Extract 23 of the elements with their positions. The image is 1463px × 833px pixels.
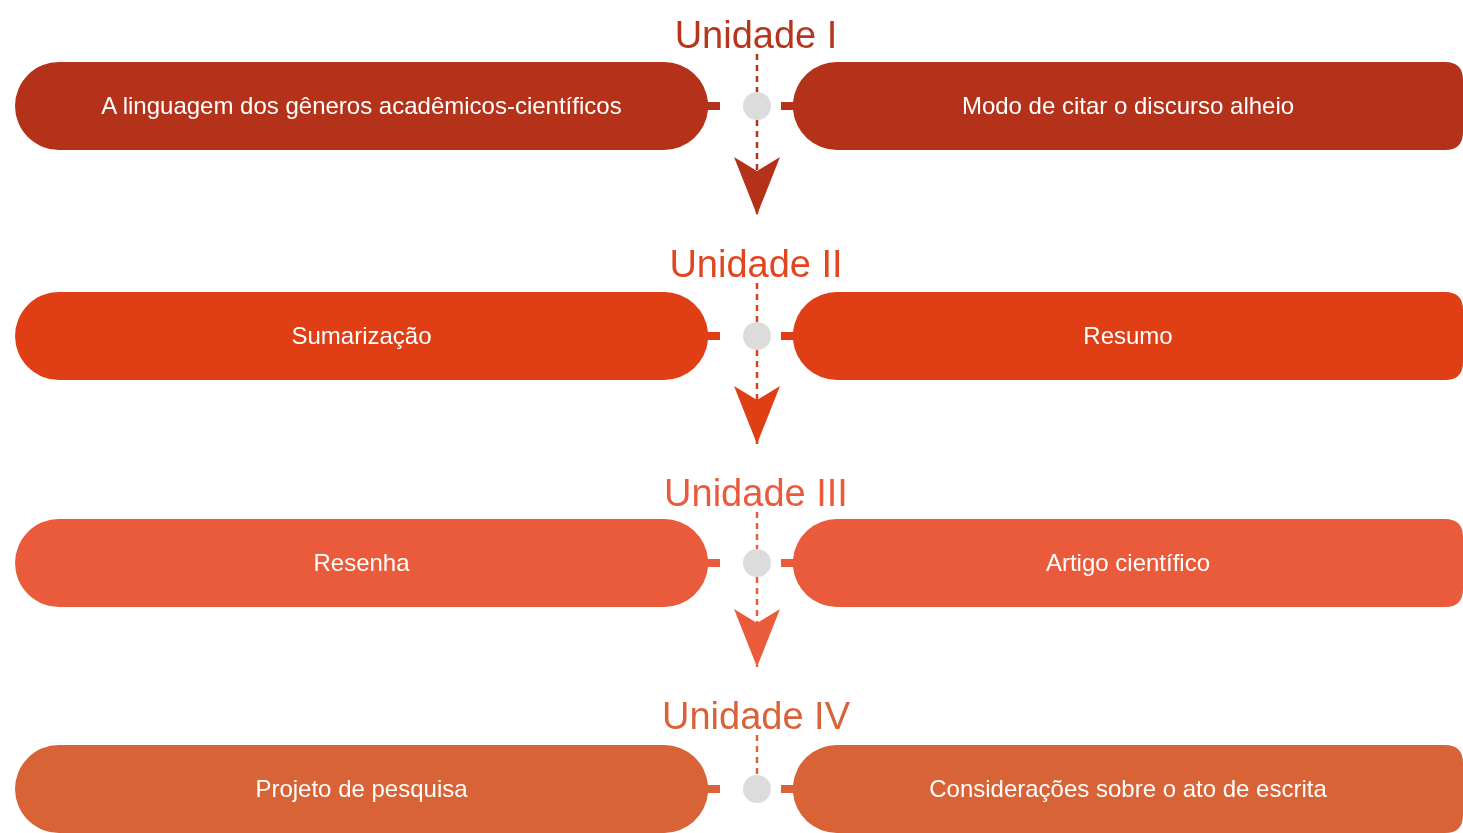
- topic-label: Artigo científico: [1044, 548, 1212, 578]
- dashed-line: [755, 512, 759, 549]
- dashed-arrow: [734, 350, 780, 444]
- topic-label: A linguagem dos gêneros acadêmicos-científicos: [100, 91, 623, 121]
- dashed-line: [755, 735, 759, 775]
- topic-pill: [781, 519, 1463, 607]
- topic-pill: [781, 62, 1463, 150]
- topic-pill: [15, 62, 720, 150]
- topic-label: Considerações sobre o ato de escrita: [928, 774, 1328, 804]
- topic-pill: [15, 519, 720, 607]
- topic-pill: [15, 745, 720, 833]
- topic-label: Modo de citar o discurso alheio: [960, 91, 1296, 121]
- topic-label: Projeto de pesquisa: [254, 774, 469, 804]
- topic-label: Resumo: [1082, 321, 1174, 351]
- topic-pill: [15, 292, 720, 380]
- topic-label: Resenha: [312, 548, 411, 578]
- dashed-arrow: [734, 577, 780, 667]
- dashed-line: [755, 283, 759, 322]
- topic-pill: [781, 745, 1463, 833]
- topic-pill: [781, 292, 1463, 380]
- dashed-line: [755, 54, 759, 92]
- topic-label: Sumarização: [290, 321, 433, 351]
- dashed-arrow: [734, 120, 780, 215]
